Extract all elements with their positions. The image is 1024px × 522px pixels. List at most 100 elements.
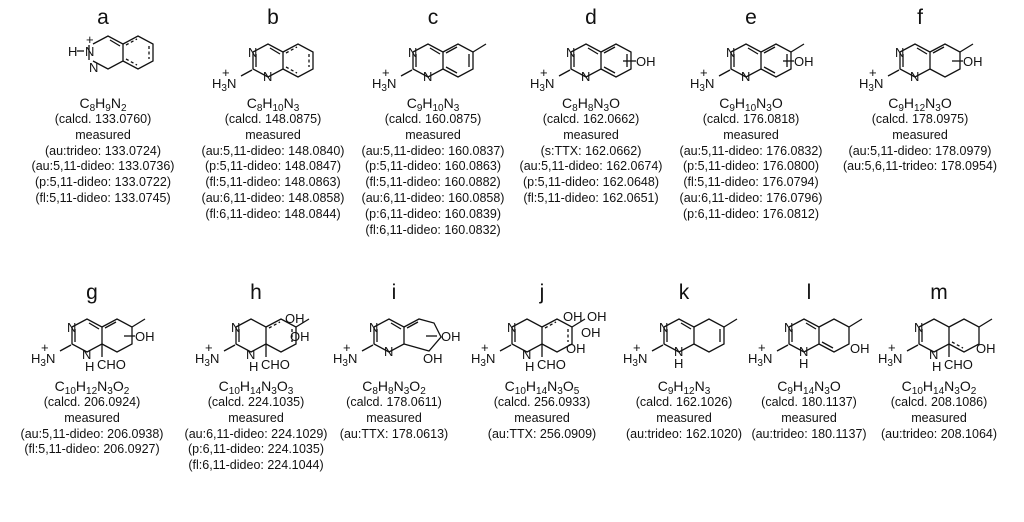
calcd-mass: (calcd. 133.0760) [54, 112, 152, 126]
formula-element: O [112, 378, 124, 394]
formula-element: H [734, 95, 746, 111]
calcd-mass: (calcd. 256.0933) [493, 395, 591, 409]
formula-element: N [814, 378, 825, 394]
formula-subscript: 10 [514, 386, 526, 397]
measured-list: (au:5,11-dideo: 176.0832)(p:5,11-dideo: … [671, 144, 831, 223]
formula-element: C [504, 378, 515, 394]
formula-subscript: 3 [603, 103, 610, 114]
formula-element: H [903, 95, 915, 111]
formula-subscript: 3 [271, 386, 277, 397]
h-atom: H [525, 359, 534, 374]
structure-k: N N H H3N + [623, 318, 738, 371]
formula-element: H [525, 378, 537, 394]
hydroxyl-label: OH [581, 325, 601, 340]
structure-f: N N OH H3N + [859, 43, 983, 92]
n-atom: N [895, 45, 904, 60]
measured-label: measured [228, 410, 284, 425]
formula-subscript: 14 [803, 386, 815, 397]
measured-value: (au:5,11-dideo: 206.0938) [20, 426, 164, 441]
panel-letter: i [391, 281, 397, 304]
h3n-group: H3N [372, 76, 396, 92]
measured-value: (p:6,11-dideo: 224.1035) [188, 442, 324, 457]
n-atom: N [581, 69, 590, 84]
formula-element: N [756, 95, 767, 111]
structure-d: N N OH H3N + [530, 43, 656, 92]
structure-a: H N + N [68, 34, 154, 75]
measured-value: (p:5,11-dideo: 133.0722) [35, 175, 171, 190]
h-atom: H [85, 359, 94, 374]
molecular-formula: C9H14N3O [729, 378, 889, 397]
formula-subscript: 9 [667, 386, 674, 397]
panel-letter: h [250, 281, 262, 304]
measured-label: measured [366, 410, 422, 425]
formula-subscript: 10 [272, 103, 284, 114]
measured-value: (au:5,11-dideo: 176.0832) [679, 143, 823, 158]
n-atom: N [507, 320, 516, 335]
h3n-group: H3N [333, 351, 357, 369]
calcd-mass: (calcd. 162.0662) [542, 112, 640, 126]
n-atom: N [67, 320, 76, 335]
n-atom: N [408, 45, 417, 60]
formula-element: N [283, 95, 294, 111]
plus-sign: + [41, 340, 49, 355]
calcd-mass: (calcd. 224.1035) [207, 395, 305, 409]
measured-value: (au:trideo: 180.1137) [751, 426, 867, 441]
measured-value: (p:5,11-dideo: 160.0863) [365, 159, 501, 174]
panel-j: j N N H CHO OH OH OH OH H3N + C10H14N3O5… [462, 281, 622, 442]
molecular-formula: C10H14N3O5 [462, 378, 622, 397]
formula-subscript: 2 [420, 386, 426, 397]
formula-element: N [97, 378, 108, 394]
formula-element: O [609, 95, 620, 111]
plus-sign: + [481, 340, 489, 355]
formula-subscript: 8 [256, 103, 263, 114]
plus-sign: + [700, 65, 708, 80]
formula-element: O [829, 378, 841, 394]
panel-d: d N N OH H3N + C8H8N3O (calcd. 162.0662)… [511, 6, 671, 207]
formula-element: H [922, 378, 934, 394]
n-atom: N [246, 347, 255, 362]
h3n-group: H3N [31, 351, 55, 369]
structure-i: N N OH OH H3N + [333, 318, 461, 369]
measured-value: (p:6,11-dideo: 176.0812) [683, 206, 819, 221]
measured-value: (fl:5,11-dideo: 206.0927) [24, 442, 160, 457]
structure-l: N N H OH H3N + [748, 318, 870, 371]
panel-letter: c [427, 6, 439, 29]
measured-value: (s:TTX: 162.0662) [540, 143, 642, 158]
molecular-formula: C9H12N3 [604, 378, 764, 397]
h3n-group: H3N [195, 351, 219, 369]
molecular-formula: C10H12N3O2 [12, 378, 172, 397]
aldehyde-label: CHO [537, 357, 566, 372]
calcd-mass: (calcd. 178.0975) [871, 112, 969, 126]
plus-sign: + [633, 340, 641, 355]
measured-value: (au:trideo: 162.1020) [625, 426, 743, 441]
panel-letter: f [917, 6, 923, 29]
formula-subscript: 2 [120, 103, 127, 114]
h3n-group: H3N [878, 351, 902, 369]
measured-value: (au:5,6,11-trideo: 178.0954) [842, 159, 998, 174]
formula-subscript: 9 [898, 103, 904, 114]
measured-value: (au:5,11-dideo: 178.0979) [848, 143, 992, 158]
panel-letter: a [97, 6, 109, 29]
measured-value: (p:5,11-dideo: 162.0648) [523, 175, 659, 190]
measured-value: (au:6,11-dideo: 148.0858) [201, 190, 345, 205]
structure-e: N N OH H3N + [690, 43, 814, 92]
n-atom: N [784, 320, 793, 335]
formula-element: C [406, 95, 417, 111]
panel-letter: l [806, 281, 812, 304]
measured-value: (au:trideo: 133.0724) [44, 143, 162, 158]
measured-label: measured [781, 410, 837, 425]
measured-label: measured [64, 410, 120, 425]
formula-subscript: 3 [107, 386, 113, 397]
formula-element: O [562, 378, 574, 394]
formula-element: N [393, 378, 404, 394]
formula-element: H [377, 378, 389, 394]
formula-subscript: 14 [536, 386, 548, 397]
formula-subscript: 12 [914, 103, 926, 114]
calcd-mass: (calcd. 148.0875) [224, 112, 322, 126]
panel-k: k N N H H3N + C9H12N3 (calcd. 162.1026) … [604, 281, 764, 442]
formula-subscript: 14 [250, 386, 262, 397]
plus-sign: + [222, 65, 230, 80]
hydroxyl-label: OH [423, 351, 443, 366]
h3n-group: H3N [471, 351, 495, 369]
plus-sign: + [86, 34, 94, 47]
